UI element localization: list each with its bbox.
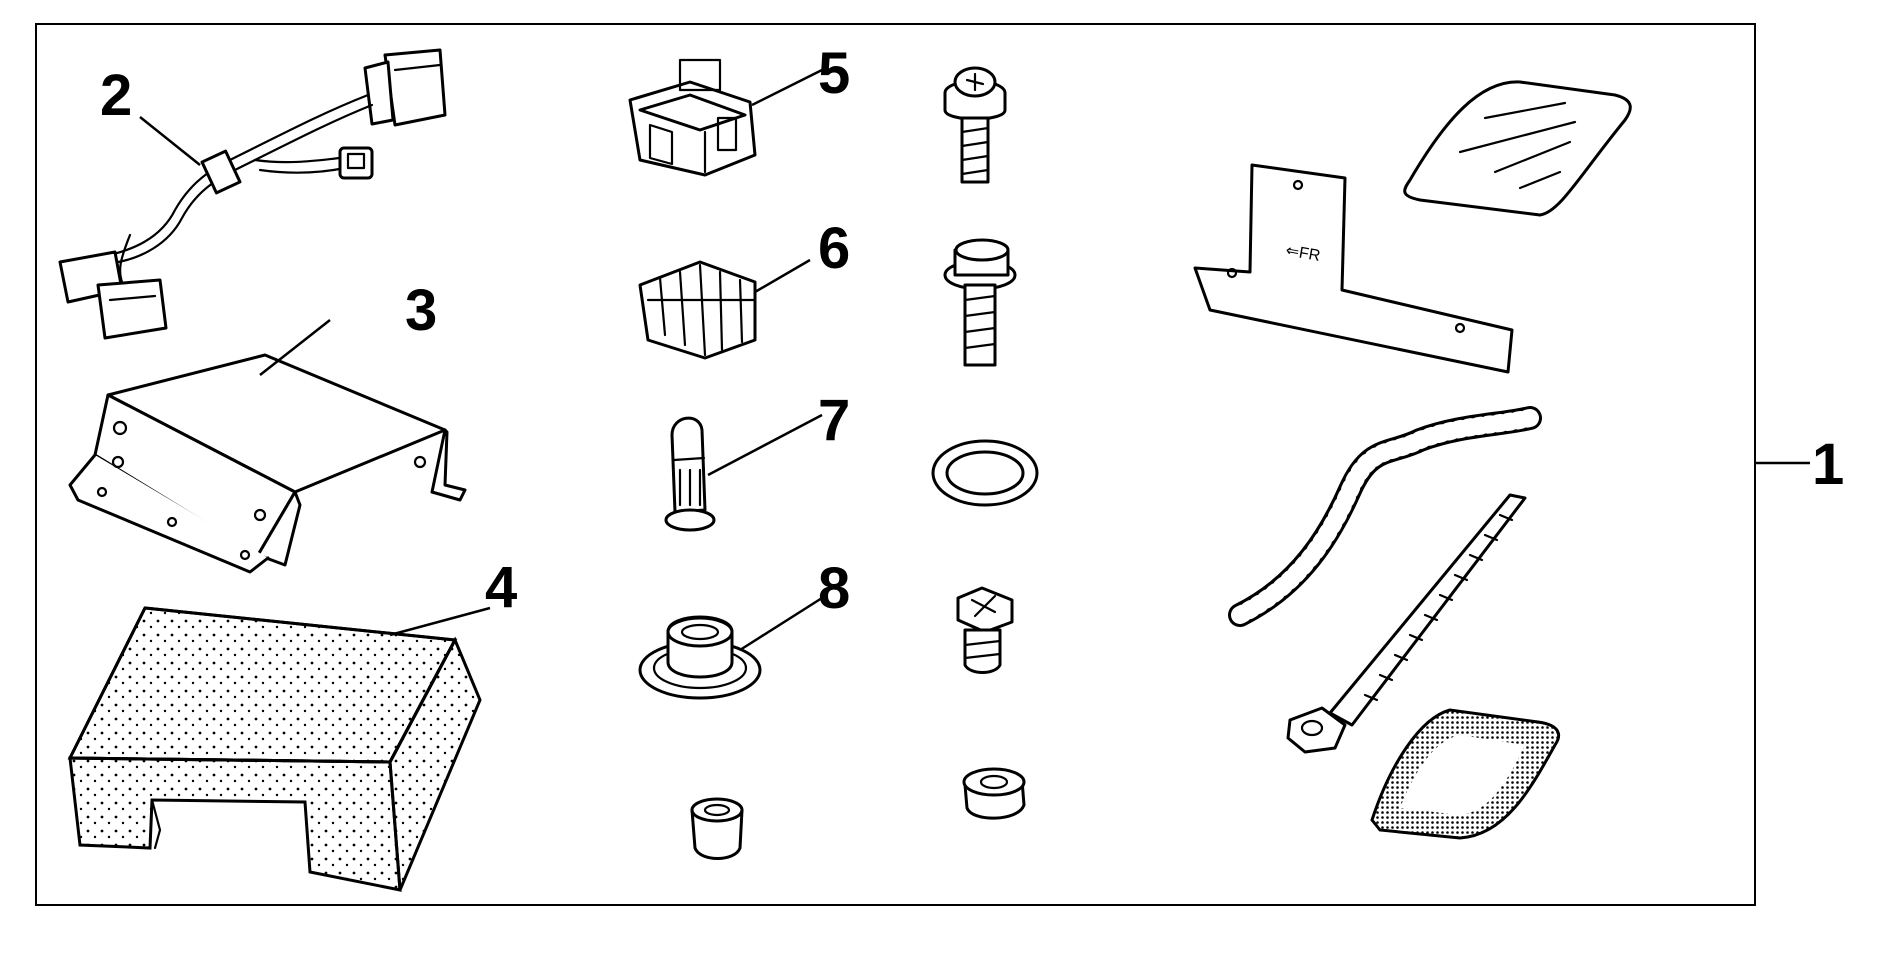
clip-part [664,416,716,532]
cable-tie-part [1286,493,1527,754]
callout-1: 1 [1812,432,1844,497]
spacer-part [962,767,1026,820]
callout-3: 3 [405,278,437,343]
leader-5 [751,68,823,107]
callout-8: 8 [818,556,850,621]
svg-text:⇐FR: ⇐FR [1284,242,1321,265]
kit-frame [35,23,1756,906]
leader-2 [139,116,201,166]
grommet-part [638,615,762,700]
collar-part [690,797,744,860]
leader-6 [754,258,811,294]
screw-1-part [943,66,1007,184]
callout-4: 4 [485,555,517,620]
leader-7 [707,413,823,477]
callout-5: 5 [818,41,850,106]
wire-harness-part [58,48,447,340]
callout-6: 6 [818,216,850,281]
connector-b-part [638,260,757,360]
leader-3 [259,319,331,376]
leader-8 [739,596,823,652]
connector-a-part [628,58,757,177]
foam-cover-part [67,606,482,892]
leader-4 [389,606,491,637]
callout-7: 7 [818,388,850,453]
callout-2: 2 [100,63,132,128]
plate-bracket-part: ⇐FR [1193,163,1514,374]
screw-2-part [943,238,1017,367]
pad-part [1403,80,1632,217]
corrugated-tube-part [1228,406,1542,627]
bracket-part [68,353,467,574]
small-bolt-part [956,586,1014,674]
mesh-pad-part [1370,708,1560,840]
o-ring-part [931,439,1039,507]
